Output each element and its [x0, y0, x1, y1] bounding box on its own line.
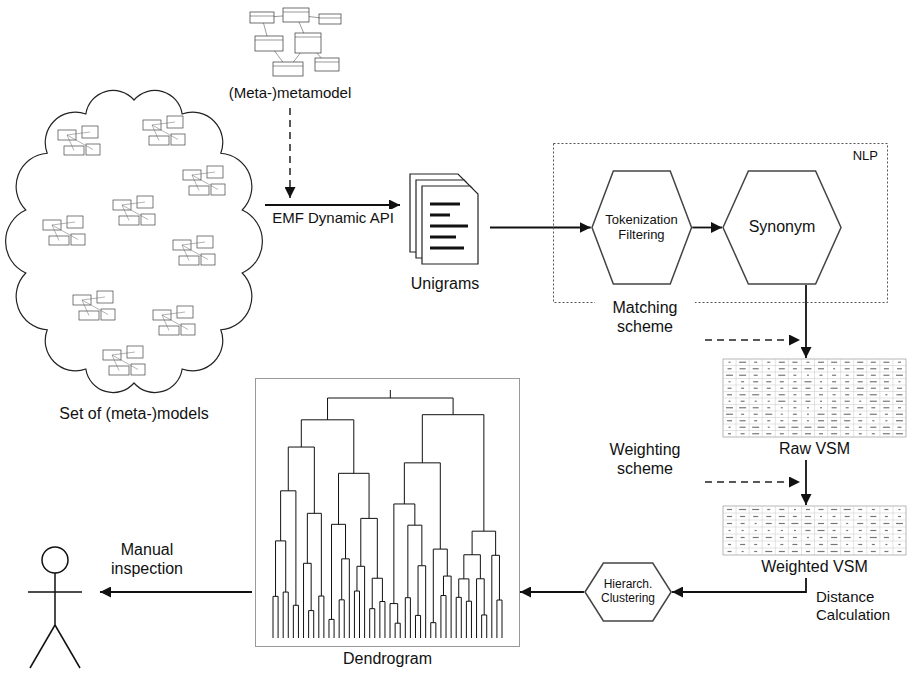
process-hexagon: Hierarch. Clustering — [584, 562, 672, 622]
step-label: Synonym — [749, 218, 816, 236]
node-caption: Set of (meta-)models — [59, 403, 208, 425]
step-label: Hierarch. Clustering — [592, 578, 664, 606]
hexagon-outline — [723, 171, 841, 284]
edge-label: EMF Dynamic API — [268, 209, 398, 227]
flow-arrow — [805, 460, 807, 505]
dashed-arrow — [289, 108, 291, 198]
inspection-arrow — [100, 591, 252, 593]
dendrogram-frame — [256, 379, 520, 647]
flow-arrow — [805, 285, 807, 358]
annotation-label: Weighting scheme — [595, 440, 695, 478]
unigram-documents: Unigrams — [400, 170, 490, 295]
flow-arrow — [672, 578, 806, 592]
cloud-outline — [6, 90, 263, 392]
model-cloud: Set of (meta-)models — [3, 80, 265, 425]
vsm-table: Raw VSM — [722, 358, 907, 460]
node-caption: NLP — [853, 148, 878, 163]
flow-arrow — [490, 227, 591, 229]
hexagon-outline — [592, 171, 692, 284]
flow-arrow — [520, 591, 584, 593]
node-caption: (Meta-)metamodel — [229, 82, 352, 104]
matrix-grid — [723, 506, 906, 555]
matrix-grid — [723, 359, 906, 437]
node-caption: Dendrogram — [343, 648, 432, 670]
nlp-group: NLP Tokenization Filtering Synonym — [553, 143, 888, 303]
node-caption: Weighted VSM — [761, 556, 867, 578]
group-outline — [554, 144, 888, 303]
dashed-arrow — [705, 481, 800, 483]
annotation-label: Manual inspection — [97, 540, 197, 578]
edge-label: Distance Calculation — [816, 588, 911, 624]
node-caption: Raw VSM — [779, 438, 850, 460]
dendrogram-figure: Dendrogram — [255, 378, 520, 670]
hexagon-outline — [585, 563, 671, 621]
dendrogram-figure-art — [255, 378, 520, 670]
node-caption: Unigrams — [411, 273, 479, 295]
stick-figure — [28, 547, 82, 668]
flow-arrow — [265, 204, 400, 206]
process-hexagon: Synonym — [722, 170, 842, 285]
metamodel-boxes — [250, 8, 341, 76]
dashed-arrow — [705, 339, 800, 341]
dendrogram-tree — [273, 390, 502, 638]
annotation-label: Matching scheme — [595, 298, 695, 336]
model-cloud-art — [3, 80, 265, 425]
flow-arrow — [692, 227, 722, 229]
vsm-table: Weighted VSM — [722, 505, 907, 578]
process-hexagon: Tokenization Filtering — [591, 170, 693, 285]
mini-models — [43, 116, 225, 375]
step-label: Tokenization Filtering — [600, 213, 683, 243]
metamodel-figure: (Meta-)metamodel — [225, 6, 356, 104]
document-stack — [410, 174, 478, 264]
